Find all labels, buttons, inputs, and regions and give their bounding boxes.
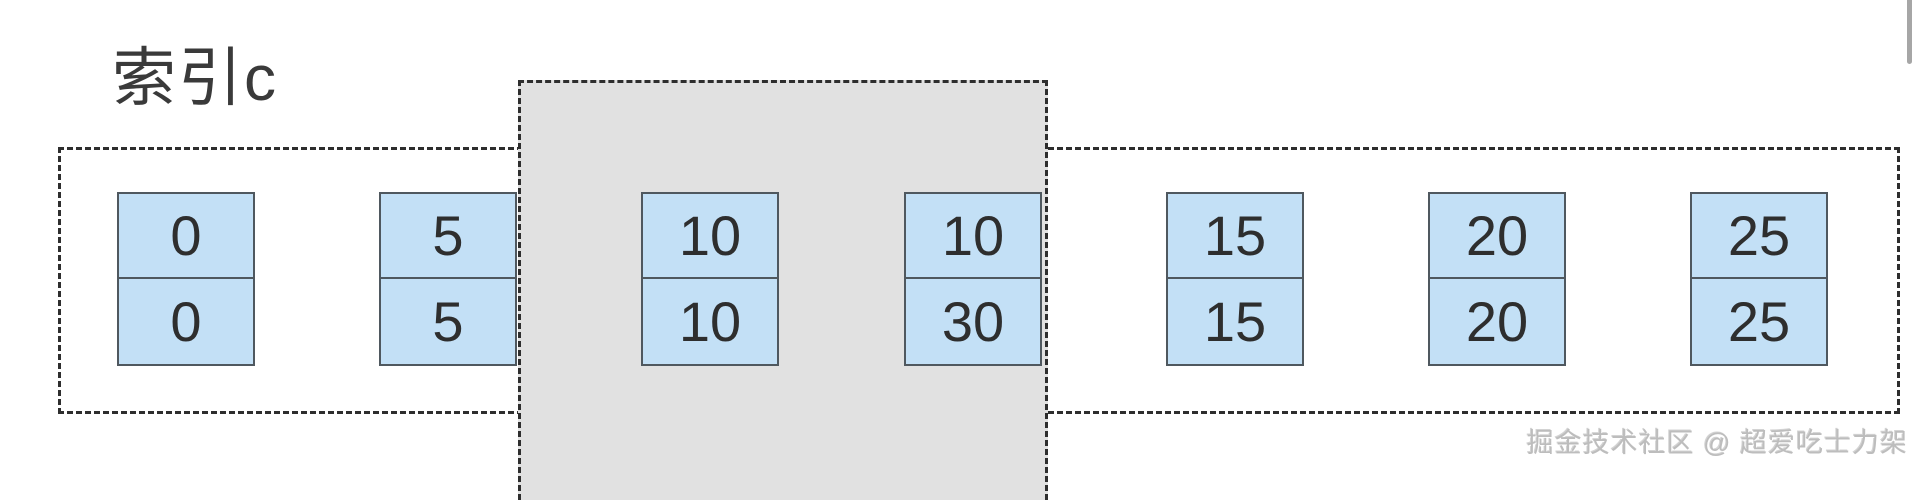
pair-cell-bottom: 20 bbox=[1465, 289, 1529, 353]
scrollbar-thumb[interactable] bbox=[1907, 0, 1912, 64]
pair-cell-bottom: 10 bbox=[678, 289, 742, 353]
pair-cell-top: 25 bbox=[1692, 194, 1826, 279]
pair-cell-bottom: 0 bbox=[170, 289, 202, 353]
pair-box: 5 5 bbox=[379, 192, 517, 366]
pair-cell-top: 5 bbox=[381, 194, 515, 279]
pair-cell-bottom: 5 bbox=[432, 289, 464, 353]
pair-cell-top: 20 bbox=[1430, 194, 1564, 279]
pair-cell-top: 10 bbox=[643, 194, 777, 279]
pair-cell-bottom: 15 bbox=[1203, 289, 1267, 353]
pair-cell-top: 0 bbox=[119, 194, 253, 279]
pair-box-highlighted: 10 10 bbox=[641, 192, 779, 366]
pair-cell-top: 10 bbox=[906, 194, 1040, 279]
watermark: 掘金技术社区 @ 超爱吃士力架 bbox=[1526, 428, 1908, 458]
diagram-canvas: 索引c 0 0 5 5 10 10 10 30 15 15 20 20 25 2… bbox=[58, 0, 1912, 500]
pair-cell-bottom: 25 bbox=[1727, 289, 1791, 353]
pair-box: 0 0 bbox=[117, 192, 255, 366]
pair-cell-top: 15 bbox=[1168, 194, 1302, 279]
page-title: 索引c bbox=[112, 42, 278, 114]
pair-box: 20 20 bbox=[1428, 192, 1566, 366]
pair-box: 25 25 bbox=[1690, 192, 1828, 366]
pair-box-highlighted: 10 30 bbox=[904, 192, 1042, 366]
pair-box: 15 15 bbox=[1166, 192, 1304, 366]
pair-cell-bottom: 30 bbox=[941, 289, 1005, 353]
